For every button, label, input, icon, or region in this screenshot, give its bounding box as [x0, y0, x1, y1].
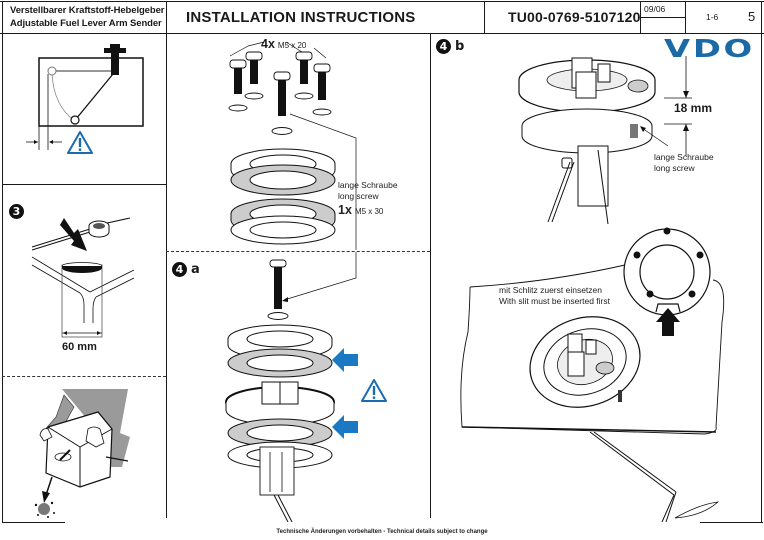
short-screw-count: 4x [261, 37, 275, 51]
frame-bottom-right [700, 522, 763, 523]
screw-height-dimension: 18 mm [674, 101, 713, 115]
subtitle-german: Verstellbarer Kraftstoff-Hebelgeber [10, 5, 165, 16]
subtitle-english: Adjustable Fuel Lever Arm Sender [10, 18, 162, 29]
header-divider-2 [484, 1, 485, 33]
lever-arm-diagram [26, 44, 144, 150]
header-divider-1 [166, 1, 167, 33]
header-date-split [640, 17, 685, 18]
tank-hole-diagram [31, 217, 135, 338]
step-4a-label: 4 a [172, 262, 200, 277]
frame-top [0, 1, 764, 2]
screw-long [273, 71, 291, 116]
long-screw-count: 1x [338, 203, 352, 217]
column-divider-2 [430, 33, 431, 518]
footer-disclaimer: Technische Änderungen vorbehalten - Tech… [0, 529, 764, 535]
long-screw-label-german: lange Schraube [654, 152, 714, 162]
long-screw-label-german: lange Schraube [338, 180, 398, 190]
step-letter: b [455, 39, 465, 54]
long-screw-label-english: long screw [338, 191, 379, 201]
frame-bottom-left [2, 522, 65, 523]
column-divider-1 [166, 33, 167, 518]
step-number-badge: 3 [9, 204, 24, 219]
frame-left [2, 1, 3, 522]
left-panel-divider-2 [2, 376, 166, 377]
header-bottom [0, 33, 764, 34]
hole-diameter-label: 60 mm [62, 341, 97, 353]
left-panel-divider-1 [2, 184, 166, 185]
screws-gaskets-exploded-view [228, 41, 357, 250]
page-range: 1-6 [706, 12, 719, 22]
sender-installed-view [518, 56, 692, 224]
empty-tank-illustration [34, 389, 130, 518]
frame-right [761, 1, 762, 522]
step-3-label: 3 [9, 204, 24, 219]
warning-triangle-icon [67, 131, 93, 154]
long-screw-size: M5 x 30 [354, 207, 384, 216]
step-letter: a [191, 262, 200, 277]
blue-arrow-icon [332, 415, 358, 439]
screw-short-4 [313, 63, 331, 100]
slit-note-german: mit Schlitz zuerst einsetzen [499, 285, 602, 295]
step-number-badge: 4 [436, 39, 451, 54]
warning-triangle-icon [361, 379, 387, 402]
document-date: 09/06 [644, 4, 666, 14]
header-divider-4 [685, 1, 686, 33]
middle-panel-divider [166, 251, 430, 252]
long-screw-label-english: long screw [654, 163, 695, 173]
tank-insertion-view [460, 227, 725, 522]
screw-short-3 [295, 51, 313, 84]
screw-short-2 [245, 51, 263, 84]
document-number: TU00-0769-5107120 [508, 9, 641, 25]
slit-note-english: With slit must be inserted first [499, 296, 611, 306]
step-4b-label: 4 b [436, 39, 464, 54]
step-number-badge: 4 [172, 262, 187, 277]
sender-assembly-exploded-view [225, 252, 357, 522]
page-title: INSTALLATION INSTRUCTIONS [186, 9, 416, 26]
footer-text: Technische Änderungen vorbehalten - Tech… [270, 529, 494, 535]
page-number: 5 [748, 9, 756, 24]
blue-arrow-icon [332, 348, 358, 372]
vdo-logo: VDO [664, 34, 755, 63]
screw-short-1 [229, 59, 247, 94]
